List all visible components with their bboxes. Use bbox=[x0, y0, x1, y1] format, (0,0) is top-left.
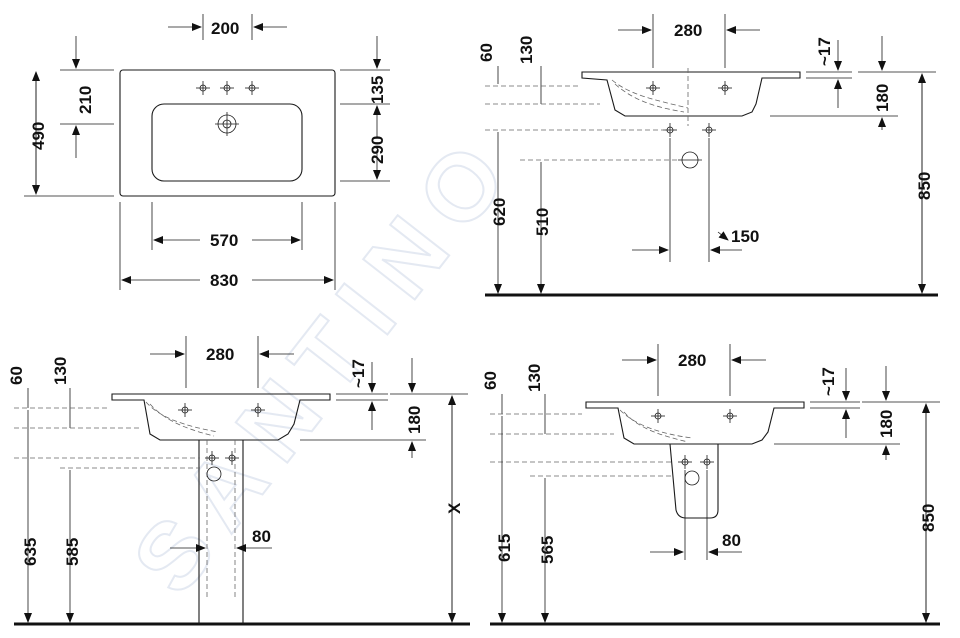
dim-130: 130 bbox=[517, 36, 536, 64]
dim-180: 180 bbox=[877, 410, 896, 438]
dim-60: 60 bbox=[481, 371, 500, 390]
dim-510: 510 bbox=[533, 208, 552, 236]
basin-profile bbox=[585, 401, 805, 445]
dim-850: 850 bbox=[915, 172, 934, 200]
dim-17: ~17 bbox=[349, 359, 368, 388]
dim-635: 635 bbox=[21, 538, 40, 566]
basin-profile bbox=[111, 393, 331, 441]
dim-17: ~17 bbox=[819, 367, 838, 396]
dim-X: X bbox=[445, 502, 464, 514]
dim-280: 280 bbox=[678, 351, 706, 370]
dim-565: 565 bbox=[538, 536, 557, 564]
dim-615: 615 bbox=[495, 534, 514, 562]
dim-60: 60 bbox=[7, 366, 26, 385]
dim-850: 850 bbox=[919, 504, 938, 532]
bowl-outline bbox=[151, 103, 303, 182]
dim-180: 180 bbox=[405, 406, 424, 434]
basin-outline bbox=[119, 69, 336, 197]
dim-200: 200 bbox=[211, 19, 239, 38]
tap-hole bbox=[645, 80, 661, 96]
semi-pedestal bbox=[669, 443, 719, 519]
dim-130: 130 bbox=[525, 364, 544, 392]
tap-hole-right bbox=[244, 80, 260, 96]
tap-hole-center bbox=[219, 80, 235, 96]
dim-60: 60 bbox=[477, 43, 496, 62]
watermark: SANTINO bbox=[113, 112, 537, 613]
pedestal-view: 280 60 130 ~17 180 X 635 585 80 bbox=[7, 336, 470, 626]
pedestal-column bbox=[198, 440, 244, 624]
wall-view: 280 60 130 ~17 180 850 620 510 bbox=[477, 14, 938, 297]
dim-80: 80 bbox=[722, 531, 741, 550]
dim-180: 180 bbox=[873, 84, 892, 112]
dim-80: 80 bbox=[252, 527, 271, 546]
top-view: 200 210 490 135 290 570 830 bbox=[24, 14, 390, 290]
dim-290: 290 bbox=[368, 136, 387, 164]
tap-hole-left bbox=[195, 80, 211, 96]
dim-150: 150 bbox=[731, 227, 759, 246]
dim-570: 570 bbox=[210, 231, 238, 250]
dim-280: 280 bbox=[674, 21, 702, 40]
dim-210: 210 bbox=[76, 86, 95, 114]
dim-280: 280 bbox=[206, 345, 234, 364]
dim-830: 830 bbox=[210, 271, 238, 290]
dim-620: 620 bbox=[490, 198, 509, 226]
dim-490: 490 bbox=[29, 122, 48, 150]
semi-pedestal-view: 280 60 130 ~17 180 850 615 565 80 bbox=[481, 344, 940, 626]
dim-17: ~17 bbox=[815, 37, 834, 66]
dim-585: 585 bbox=[63, 538, 82, 566]
basin-profile bbox=[581, 71, 801, 117]
dim-135: 135 bbox=[368, 76, 387, 104]
dim-130: 130 bbox=[51, 357, 70, 385]
